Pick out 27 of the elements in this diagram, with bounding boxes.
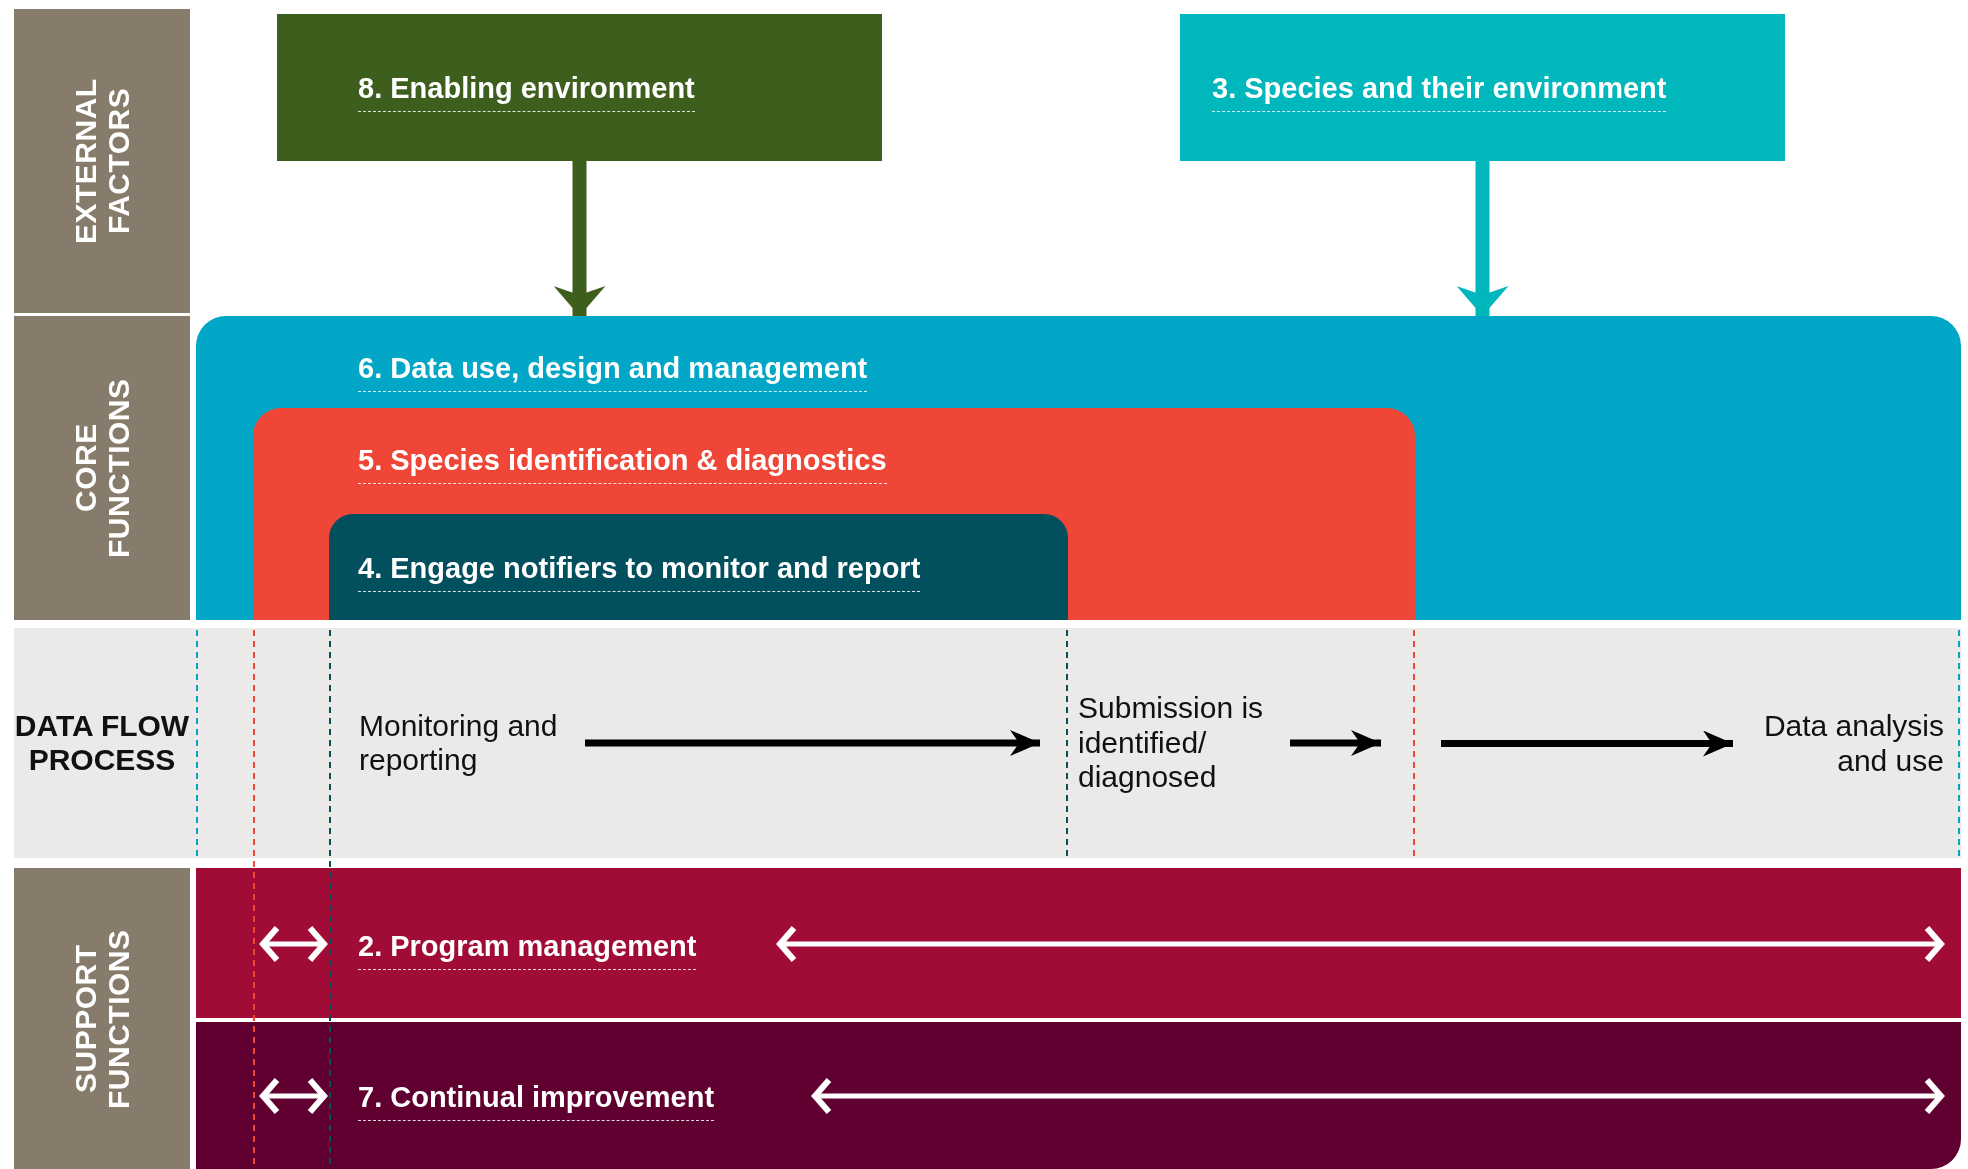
band-title: 5. Species identification & diagnostics (358, 444, 887, 485)
band-title: 8. Enabling environment (358, 72, 695, 113)
band-title: 7. Continual improvement (358, 1081, 715, 1122)
process-step: Submission is identified/ diagnosed (1040, 673, 1285, 813)
process-step: Data analysis and use (1733, 706, 1950, 781)
band-title: 2. Program management (358, 930, 697, 971)
row-header (14, 9, 190, 313)
row-header-label: SUPPORT FUNCTIONS (69, 927, 135, 1111)
band-title: 4. Engage notifiers to monitor and report (358, 552, 921, 593)
arrow (553, 161, 606, 316)
function-band (277, 14, 882, 161)
band-title: 6. Data use, design and management (358, 352, 868, 393)
row-header (14, 316, 190, 620)
process-step: Monitoring and reporting (355, 703, 580, 783)
function-band (1180, 14, 1785, 161)
function-band (329, 514, 1068, 620)
row-header (14, 868, 190, 1169)
row-header-label: DATA FLOW PROCESS (14, 707, 190, 778)
band-title: 3. Species and their environment (1212, 72, 1667, 113)
process-band (14, 628, 1961, 858)
function-band (196, 1022, 1961, 1169)
function-band (196, 316, 1961, 620)
function-band (253, 408, 1415, 620)
row-header-label: EXTERNAL FACTORS (69, 77, 135, 246)
arrow (1456, 161, 1509, 316)
row-header-label: CORE FUNCTIONS (69, 377, 135, 560)
function-band (196, 868, 1961, 1018)
